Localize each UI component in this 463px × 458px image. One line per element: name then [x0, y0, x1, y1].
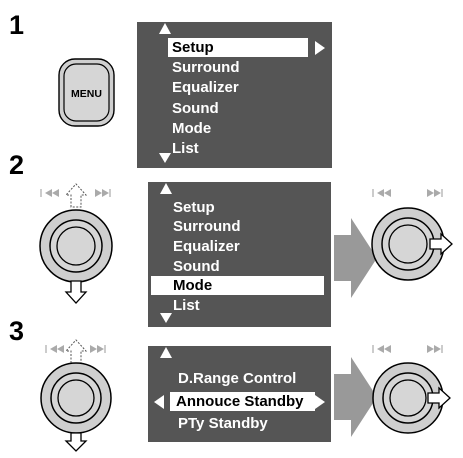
flow-arrow-icon	[334, 218, 378, 298]
step-number-2: 2	[9, 150, 25, 180]
down-arrow-icon	[64, 280, 88, 304]
right-arrow-icon	[429, 232, 453, 256]
menu-panel-step1: Setup Surround Equalizer Sound Mode List	[137, 22, 332, 168]
skip-back-icon	[372, 189, 391, 197]
menu-item-mode[interactable]: Mode	[172, 120, 212, 137]
chevron-right-icon	[315, 41, 325, 55]
option-d-range-control[interactable]: D.Range Control	[178, 370, 297, 387]
down-arrow-icon	[64, 432, 88, 452]
menu-button[interactable]: MENU	[58, 58, 115, 127]
menu-item-list[interactable]: List	[173, 297, 200, 314]
control-dial-result-step3	[370, 338, 463, 448]
option-pty-standby[interactable]: PTy Standby	[178, 415, 268, 432]
scroll-up-icon	[159, 23, 171, 34]
menu-item-equalizer[interactable]: Equalizer	[172, 79, 239, 96]
skip-forward-icon	[90, 345, 106, 353]
menu-item-surround[interactable]: Surround	[173, 218, 241, 235]
menu-button-label: MENU	[71, 88, 102, 100]
menu-item-setup[interactable]: Setup	[173, 199, 215, 216]
scroll-down-icon	[160, 313, 172, 323]
scroll-up-icon	[160, 183, 172, 194]
control-dial-result-step2	[370, 182, 463, 292]
dashed-up-arrow-icon	[64, 339, 88, 364]
flow-arrow-icon	[334, 357, 378, 437]
menu-item-mode[interactable]: Mode	[151, 276, 324, 295]
menu-item-setup[interactable]: Setup	[168, 38, 308, 57]
menu-panel-step3: D.Range Control Annouce Standby PTy Stan…	[148, 346, 331, 442]
menu-item-equalizer[interactable]: Equalizer	[173, 238, 240, 255]
skip-back-icon	[40, 189, 59, 197]
scroll-down-icon	[159, 153, 171, 163]
scroll-up-icon	[160, 347, 172, 358]
menu-item-surround[interactable]: Surround	[172, 59, 240, 76]
control-dial-step3[interactable]	[28, 338, 128, 453]
chevron-right-icon	[315, 395, 325, 409]
control-dial-step2[interactable]	[28, 182, 128, 307]
menu-item-sound[interactable]: Sound	[173, 258, 220, 275]
menu-panel-step2: Setup Surround Equalizer Sound Mode List	[148, 182, 331, 327]
step-number-1: 1	[9, 10, 25, 40]
skip-forward-icon	[427, 189, 443, 197]
step-number-3: 3	[9, 316, 25, 346]
right-arrow-icon	[427, 386, 451, 410]
menu-item-list[interactable]: List	[172, 140, 199, 157]
skip-back-icon	[45, 345, 64, 353]
skip-forward-icon	[427, 345, 443, 353]
chevron-left-icon	[154, 395, 164, 409]
menu-item-sound[interactable]: Sound	[172, 100, 219, 117]
skip-forward-icon	[95, 189, 111, 197]
skip-back-icon	[372, 345, 391, 353]
option-annouce-standby[interactable]: Annouce Standby	[170, 392, 315, 411]
dashed-up-arrow-icon	[64, 183, 88, 208]
